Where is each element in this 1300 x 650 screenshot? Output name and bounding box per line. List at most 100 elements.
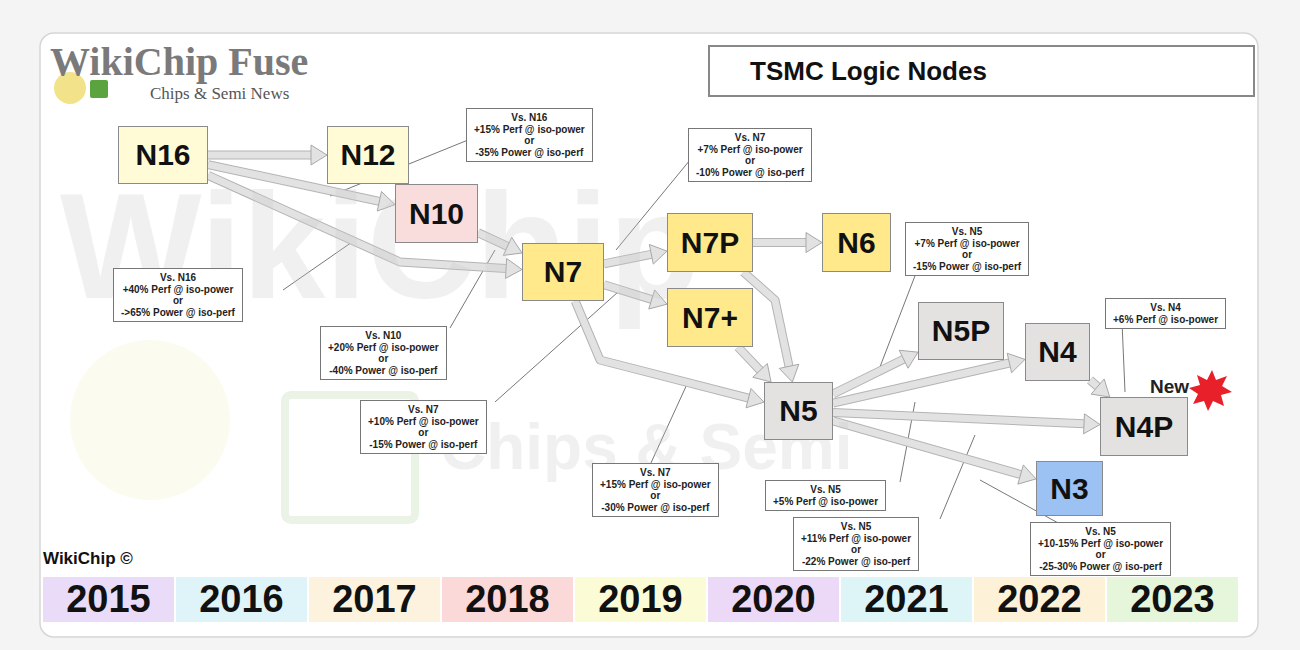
callout-text: -15% Power @ iso-perf [368, 439, 479, 451]
callout-text: -10% Power @ iso-perf [696, 167, 804, 179]
year-label: 2020 [731, 578, 816, 621]
process-arrow [753, 233, 822, 253]
callout-text: or [474, 135, 585, 147]
year-cell: 2015 [43, 577, 176, 622]
process-node-box: N5P [918, 302, 1004, 360]
process-node-box: N7+ [667, 288, 753, 347]
callout-text: +15% Perf @ iso-power [600, 479, 711, 491]
new-starburst [1189, 370, 1232, 411]
callout-text: +40% Perf @ iso-power [121, 284, 235, 296]
callout-text: Vs. N7 [696, 132, 804, 144]
node-label: N16 [135, 138, 190, 172]
node-label: N4 [1038, 335, 1076, 369]
callout-text: Vs. N7 [368, 404, 479, 416]
year-label: 2015 [66, 578, 151, 621]
callout-text: Vs. N5 [1038, 526, 1163, 538]
arrow-outline [738, 347, 760, 370]
arrow-head [806, 233, 822, 253]
year-label: 2021 [864, 578, 949, 621]
callout-text: or [913, 249, 1021, 261]
node-label: N4P [1115, 410, 1173, 444]
leader-line [878, 268, 918, 372]
node-label: N6 [837, 226, 875, 260]
callout-text: -30% Power @ iso-perf [600, 502, 711, 514]
callout-box: Vs. N10+20% Perf @ iso-poweror-40% Power… [320, 326, 447, 380]
callout-box: Vs. N5+10-15% Perf @ iso-poweror-25-30% … [1030, 522, 1171, 576]
callout-text: or [121, 295, 235, 307]
callout-text: -15% Power @ iso-perf [913, 261, 1021, 273]
callout-text: +10-15% Perf @ iso-power [1038, 538, 1163, 550]
arrow-head [1084, 414, 1100, 434]
arrow-body [833, 363, 1009, 403]
process-node-box: N12 [327, 126, 409, 184]
arrow-head [1018, 465, 1036, 484]
year-label: 2023 [1130, 578, 1215, 621]
node-label: N5 [779, 394, 817, 428]
frame [40, 33, 1258, 637]
node-label: N12 [340, 138, 395, 172]
year-cell: 2017 [309, 577, 442, 622]
arrow-head [1007, 353, 1025, 373]
process-node-box: N6 [822, 213, 891, 272]
callout-text: -35% Power @ iso-perf [474, 147, 585, 159]
callout-box: Vs. N16+15% Perf @ iso-poweror-35% Power… [466, 108, 593, 162]
callout-text: -25-30% Power @ iso-perf [1038, 561, 1163, 573]
callout-text: -22% Power @ iso-perf [801, 556, 911, 568]
leader-lines [283, 140, 1125, 524]
process-node-box: N7P [667, 213, 753, 272]
year-label: 2022 [997, 578, 1082, 621]
node-label: N7+ [682, 301, 738, 335]
arrow-body [833, 413, 1084, 424]
callout-text: +6% Perf @ iso-power [1113, 314, 1218, 326]
callout-text: Vs. N5 [773, 484, 878, 496]
callout-text: +7% Perf @ iso-power [696, 144, 804, 156]
process-node-box: N7 [522, 243, 604, 301]
callout-text: or [328, 353, 439, 365]
callout-box: Vs. N7+15% Perf @ iso-poweror-30% Power … [592, 463, 719, 517]
process-node-box: N4 [1025, 323, 1090, 381]
callout-text: Vs. N7 [600, 467, 711, 479]
year-label: 2017 [332, 578, 417, 621]
year-label: 2019 [598, 578, 683, 621]
title-box: TSMC Logic Nodes [708, 45, 1255, 97]
callout-text: or [801, 544, 911, 556]
process-node-box: N16 [118, 126, 208, 184]
callout-box: Vs. N5+7% Perf @ iso-poweror-15% Power @… [905, 222, 1029, 276]
arrow-head [899, 350, 918, 368]
arrow-head [1091, 379, 1110, 397]
callout-text: ->65% Power @ iso-perf [121, 307, 235, 319]
callout-box: Vs. N16+40% Perf @ iso-poweror->65% Powe… [113, 268, 243, 322]
leader-line [940, 435, 975, 519]
arrow-body [753, 239, 806, 246]
callout-box: Vs. N4+6% Perf @ iso-power [1105, 298, 1226, 329]
process-node-box: N3 [1036, 461, 1103, 516]
callout-text: +15% Perf @ iso-power [474, 124, 585, 136]
year-cell: 2018 [442, 577, 575, 622]
arrow-outline [833, 363, 1009, 403]
year-cell: 2019 [575, 577, 708, 622]
node-label: N3 [1050, 472, 1088, 506]
callout-text: Vs. N16 [121, 272, 235, 284]
arrow-body [208, 152, 311, 159]
arrow-outline [833, 421, 1021, 475]
leader-line [1122, 322, 1125, 392]
node-label: N5P [932, 314, 990, 348]
process-arrow [738, 347, 771, 382]
arrow-outline [833, 413, 1084, 424]
process-node-box: N5 [764, 382, 833, 440]
arrow-head [746, 388, 764, 407]
callout-text: or [696, 155, 804, 167]
node-label: TSMC Logic Nodes [750, 56, 987, 87]
callout-text: Vs. N4 [1113, 302, 1218, 314]
callout-text: +5% Perf @ iso-power [773, 496, 878, 508]
copyright: WikiChip © [43, 549, 133, 569]
callout-box: Vs. N5+5% Perf @ iso-power [765, 480, 886, 511]
year-cell: 2016 [176, 577, 309, 622]
callout-text: Vs. N5 [913, 226, 1021, 238]
callout-text: Vs. N5 [801, 521, 911, 533]
callout-text: -40% Power @ iso-perf [328, 365, 439, 377]
callout-text: or [600, 490, 711, 502]
callout-text: +10% Perf @ iso-power [368, 416, 479, 428]
logo-subtitle: Chips & Semi News [150, 84, 289, 104]
